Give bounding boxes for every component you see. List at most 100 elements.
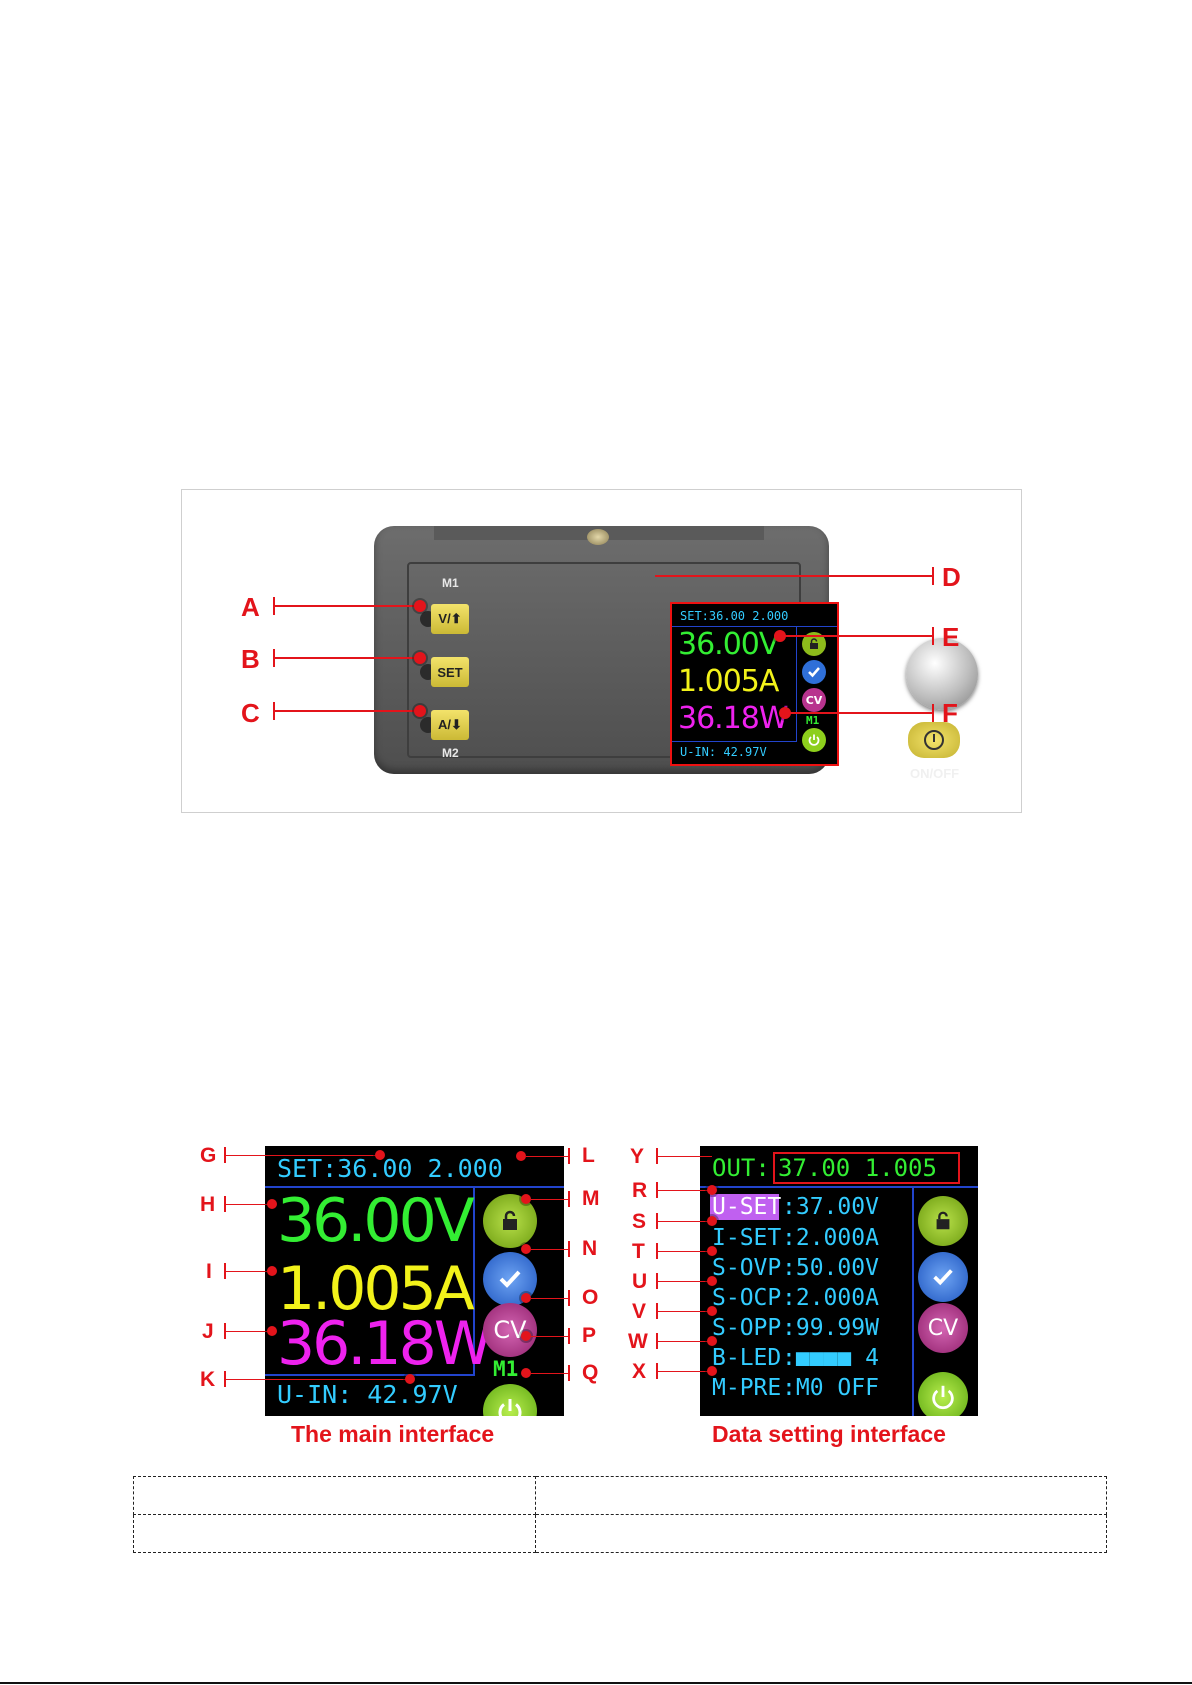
callout-v-line: [656, 1311, 712, 1312]
power-icon: [802, 728, 826, 752]
callout-j-dot: [267, 1326, 277, 1336]
lcd-mode: M1: [806, 714, 820, 727]
table-cell: [133, 1476, 536, 1515]
callout-y: Y: [630, 1145, 645, 1168]
callout-t-dot: [707, 1246, 717, 1256]
callout-r-line: [656, 1190, 712, 1191]
lcd-power: 36.18W: [678, 701, 789, 736]
setting-out-values: 37.00 1.005: [778, 1154, 937, 1182]
main-bottom-divider: [265, 1374, 475, 1376]
lcd-set-line: SET:36.00 2.000: [680, 609, 789, 623]
callout-d-tick: [932, 567, 934, 585]
lcd-divider-bottom: [672, 741, 797, 742]
callout-r: R: [632, 1179, 648, 1202]
onoff-button[interactable]: [908, 722, 960, 758]
callout-k-line: [224, 1379, 408, 1380]
callout-p-dot: [521, 1331, 531, 1341]
m1-label: M1: [442, 576, 459, 590]
callout-k-dot: [405, 1374, 415, 1384]
setting-vertical-divider: [912, 1186, 914, 1416]
setting-row-key[interactable]: I-SET: [712, 1225, 782, 1251]
callout-e-line: [784, 635, 933, 637]
callout-f-line: [789, 712, 933, 714]
setting-row-key[interactable]: S-OCP: [712, 1285, 782, 1311]
callout-w: W: [628, 1330, 648, 1353]
callout-u-line: [656, 1281, 712, 1282]
lcd-divider: [672, 626, 837, 627]
m2-label: M2: [442, 746, 459, 760]
callout-m-line: [531, 1199, 569, 1200]
callout-w-dot: [707, 1336, 717, 1346]
callout-x-line: [656, 1371, 712, 1372]
power-icon: [924, 730, 944, 750]
lock-icon: [918, 1196, 968, 1246]
callout-c: C: [241, 698, 260, 728]
setting-row-key[interactable]: B-LED: [712, 1345, 782, 1371]
callout-e-dot: [774, 630, 786, 642]
rotary-encoder-knob[interactable]: [906, 638, 978, 710]
callout-m-tick: [568, 1191, 570, 1207]
callout-s-dot: [707, 1216, 717, 1226]
callout-l-line: [526, 1156, 569, 1157]
table-row: [133, 1514, 1107, 1553]
callout-q-dot: [521, 1368, 531, 1378]
callout-d: D: [942, 562, 961, 592]
setting-row-value: :■■■■ 4: [782, 1345, 879, 1371]
callout-a-dot: [414, 600, 426, 612]
setting-row-value: :50.00V: [782, 1255, 879, 1281]
callout-q: Q: [582, 1361, 599, 1384]
main-top-divider: [265, 1186, 564, 1188]
setting-interface-caption: Data setting interface: [712, 1421, 946, 1447]
setting-row-key[interactable]: M-PRE: [712, 1375, 782, 1401]
callout-u: U: [632, 1270, 648, 1293]
callout-v-dot: [707, 1306, 717, 1316]
device-photo-panel: M1 V/⬆ SET A/⬇ M2 SET:36.00 2.000 36.00V…: [181, 489, 1022, 813]
callout-i: I: [206, 1260, 212, 1283]
callout-o-tick: [568, 1290, 570, 1306]
callout-i-line: [224, 1271, 270, 1272]
setting-row-key[interactable]: S-OPP: [712, 1315, 782, 1341]
set-button[interactable]: SET: [431, 657, 469, 687]
table-cell: [535, 1514, 1107, 1553]
callout-o-dot: [521, 1293, 531, 1303]
footer-rule: [0, 1682, 1192, 1684]
lcd-input-voltage: U-IN: 42.97V: [680, 745, 767, 759]
callout-m: M: [582, 1187, 600, 1210]
callout-a: A: [241, 592, 260, 622]
current-down-button[interactable]: A/⬇: [431, 710, 469, 740]
callout-x-dot: [707, 1366, 717, 1376]
callout-g-line: [224, 1155, 380, 1156]
callout-o-line: [531, 1298, 569, 1299]
callout-m-dot: [521, 1194, 531, 1204]
table-row: [133, 1476, 1107, 1515]
lcd-current: 1.005A: [678, 664, 779, 699]
cv-icon: CV: [483, 1303, 537, 1357]
main-interface-caption: The main interface: [291, 1421, 495, 1447]
callout-a-line: [273, 605, 419, 607]
main-vertical-divider: [473, 1186, 475, 1374]
callout-v: V: [632, 1300, 647, 1323]
callout-n-line: [531, 1249, 569, 1250]
callout-j: J: [202, 1320, 214, 1343]
callout-b-line: [273, 657, 419, 659]
callout-h: H: [200, 1193, 216, 1216]
setting-row-value: :99.99W: [782, 1315, 879, 1341]
voltage-up-button[interactable]: V/⬆: [431, 604, 469, 634]
callout-w-line: [656, 1341, 712, 1342]
callout-h-dot: [267, 1199, 277, 1209]
callout-f-dot: [779, 707, 791, 719]
callout-n: N: [582, 1237, 598, 1260]
setting-row-key[interactable]: U-SET: [712, 1194, 782, 1220]
power-icon: [483, 1384, 537, 1416]
callout-b: B: [241, 644, 260, 674]
callout-c-dot: [414, 705, 426, 717]
callout-p: P: [582, 1324, 597, 1347]
main-current: 1.005A: [277, 1254, 475, 1324]
callout-l-dot: [516, 1151, 526, 1161]
callout-f: F: [942, 698, 958, 728]
callout-e: E: [942, 622, 960, 652]
setting-row-key[interactable]: S-OVP: [712, 1255, 782, 1281]
setting-row-value: :37.00V: [782, 1194, 879, 1220]
callout-t-line: [656, 1251, 712, 1252]
setting-row-value: :M0 OFF: [782, 1375, 879, 1401]
